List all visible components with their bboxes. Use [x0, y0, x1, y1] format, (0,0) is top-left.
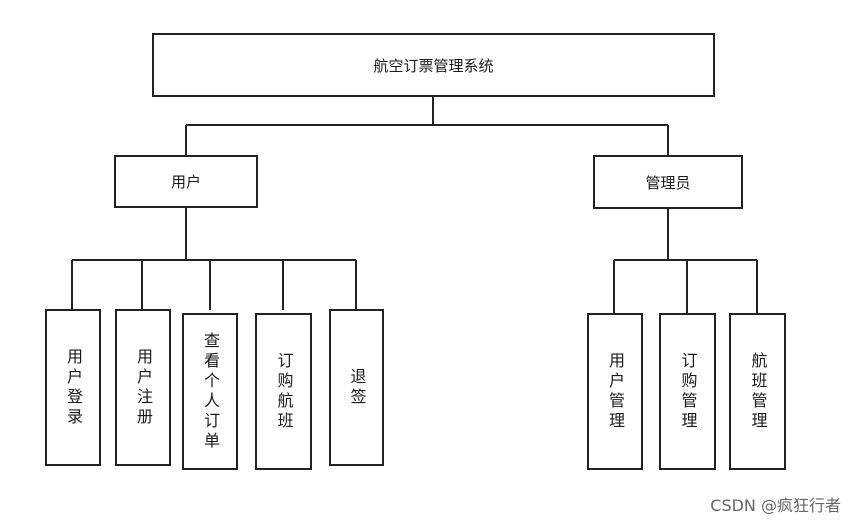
root-node-label: 航空订票管理系统 — [373, 56, 494, 75]
user-register-node: 用户注册 — [115, 309, 171, 466]
admin-node: 管理员 — [593, 155, 743, 209]
book-flight-label: 订购航班 — [274, 351, 294, 432]
view-orders-label: 查看个人订单 — [201, 331, 220, 452]
user-login-node: 用户登录 — [45, 309, 101, 466]
root-node: 航空订票管理系统 — [152, 33, 715, 97]
user-login-label: 用户登录 — [64, 347, 83, 428]
user-node: 用户 — [114, 155, 258, 208]
user-management-label: 用户管理 — [606, 351, 625, 432]
refund-node: 退签 — [329, 309, 384, 466]
order-management-label: 订购管理 — [678, 351, 698, 432]
flight-management-label: 航班管理 — [748, 351, 768, 432]
book-flight-node: 订购航班 — [255, 313, 312, 470]
user-node-label: 用户 — [170, 173, 201, 191]
user-register-label: 用户注册 — [134, 347, 153, 428]
admin-node-label: 管理员 — [645, 173, 691, 192]
view-orders-node: 查看个人订单 — [182, 313, 238, 470]
flight-management-node: 航班管理 — [729, 313, 786, 470]
watermark: CSDN @疯狂行者 — [710, 496, 841, 515]
order-management-node: 订购管理 — [659, 313, 716, 470]
user-management-node: 用户管理 — [587, 313, 643, 470]
refund-label: 退签 — [347, 367, 367, 408]
